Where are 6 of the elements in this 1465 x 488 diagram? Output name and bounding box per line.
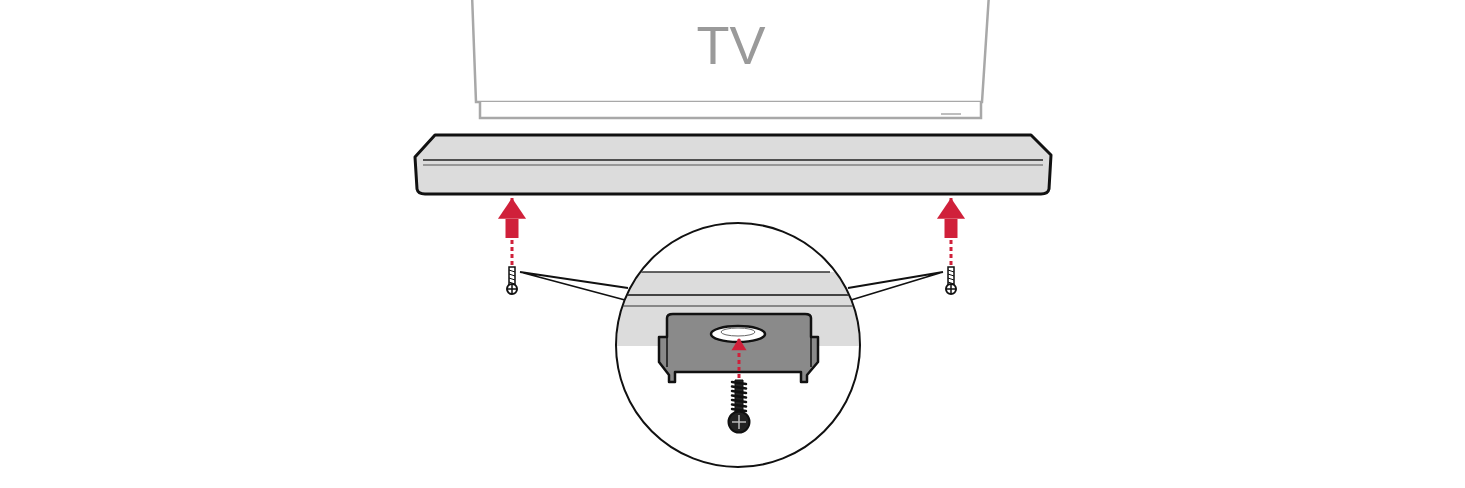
arrow: [498, 198, 526, 265]
arrow: [731, 338, 747, 378]
arrow: [937, 198, 965, 265]
tv-label: TV: [695, 18, 767, 72]
leader-line: [519, 271, 629, 301]
leader-line: [847, 271, 944, 301]
